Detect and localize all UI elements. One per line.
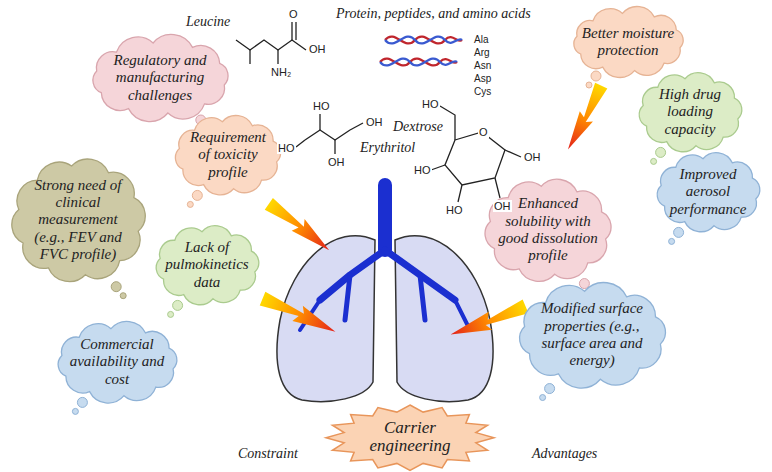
thought-cloud: High drug loading capacity (633, 70, 748, 154)
node-text: Improved aerosol performance (665, 166, 750, 218)
erythritol-structure (296, 114, 363, 154)
atom-label: OH (523, 151, 542, 163)
atom-label: O (478, 126, 489, 138)
node-text: Better moisture protection (582, 25, 675, 60)
thought-cloud: Improved aerosol performance (651, 150, 766, 234)
node-text: Strong need of clinical measurement (e.g… (24, 177, 131, 263)
atom-label: HO (413, 164, 432, 176)
dextrose-structure (431, 106, 521, 202)
atom-label: HO (277, 142, 296, 154)
node-text: Carrier engineering (358, 419, 462, 455)
node-text: Requirement of toxicity profile (184, 129, 271, 181)
atom-label: Ala (474, 34, 488, 45)
thought-cloud: Requirement of toxicity profile (169, 113, 287, 197)
thought-cloud: Strong need of clinical measurement (e.g… (6, 152, 151, 289)
atom-label: Cys (474, 86, 491, 97)
leucine-structure (236, 22, 306, 64)
atom-label: HO (445, 204, 464, 216)
name-label: Protein, peptides, and amino acids (336, 6, 531, 21)
name-label: Advantages (532, 446, 597, 461)
thought-cloud: Commercial availability and cost (50, 320, 185, 404)
atom-label: OH (365, 116, 384, 128)
dna-helix (380, 37, 462, 66)
name-label: Constraint (238, 446, 298, 461)
node-text: Commercial availability and cost (67, 336, 167, 388)
atom-label: OH (327, 156, 346, 168)
node-text: Modified surface properties (e.g., surfa… (531, 300, 653, 369)
thought-cloud: Modified surface properties (e.g., surfa… (510, 280, 675, 391)
node-text: High drug loading capacity (647, 86, 732, 138)
name-label: Dextrose (393, 119, 443, 134)
thought-cloud: Regulatory and manufacturing challenges (83, 34, 238, 122)
thought-cloud: Better moisture protection (566, 6, 691, 78)
atom-label: NH₂ (270, 66, 292, 78)
atom-label: Asp (474, 73, 491, 84)
lungs (277, 185, 493, 402)
node-text: Regulatory and manufacturing challenges (103, 52, 218, 104)
atom-label: HO (421, 98, 440, 110)
atom-label: OH (308, 43, 327, 55)
node-text: Lack of pulmokinetics data (164, 239, 249, 291)
atom-label: HO (312, 100, 331, 112)
name-label: Erythritol (360, 140, 415, 155)
atom-label: Arg (474, 47, 490, 58)
thought-cloud: Lack of pulmokinetics data (150, 223, 265, 307)
atom-label: OH (493, 200, 512, 212)
name-label: Leucine (186, 14, 230, 29)
star-burst: Carrier engineering (326, 405, 494, 470)
thought-cloud: Enhanced solubility with good dissolutio… (478, 175, 618, 286)
atom-label: O (288, 8, 299, 20)
node-text: Enhanced solubility with good dissolutio… (496, 195, 600, 264)
atom-label: Asn (474, 60, 491, 71)
